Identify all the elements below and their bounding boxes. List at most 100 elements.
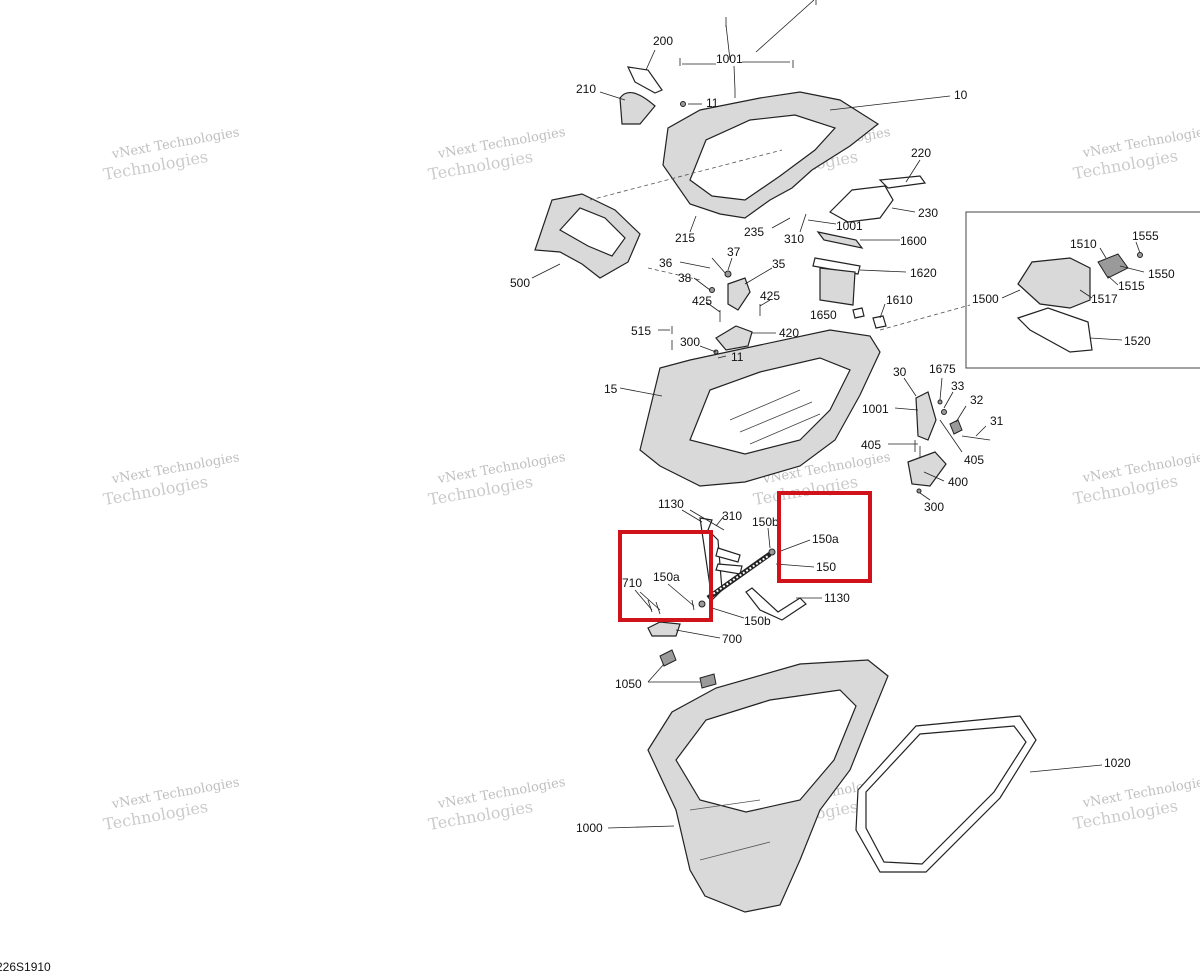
callout-215: 215 [675,231,695,245]
part-1520-gasket [1016,307,1093,353]
part-220-strip [878,175,927,189]
callout-310: 310 [722,509,742,523]
part-31-bolt [961,435,991,441]
callout-1500: 1500 [972,292,999,306]
part-36-rod [711,257,727,275]
callout-1001: 1001 [836,219,863,233]
callout-150a: 150a [653,570,680,584]
callout-1130: 1130 [824,591,850,605]
part-11-screw [680,101,686,107]
callout-1050: 1050 [615,677,642,691]
callout-31: 31 [990,414,1004,428]
callout-1515: 1515 [1118,279,1145,293]
part-1650-filter [819,267,856,306]
callout-11: 11 [731,350,744,364]
part-33 [941,409,947,415]
part-1610-clip [872,315,887,329]
highlight-box-left [618,530,713,622]
part-1555 [1137,252,1143,258]
callout-1555: 1555 [1132,229,1159,243]
callout-1517: 1517 [1091,292,1118,306]
screw-set-1001 [679,0,817,98]
part-1610-clip [852,307,865,319]
callout-425: 425 [692,294,712,308]
part-400-handle [907,451,947,487]
callout-15: 15 [604,382,618,396]
callout-500: 500 [510,276,530,290]
callout-1130: 1130 [658,497,684,511]
callout-35: 35 [772,257,786,271]
part-210-cap [619,91,656,125]
part-35-latch [727,277,751,311]
callout-labels: 200 1001 210 11 10 220 230 1001 500 215 … [0,34,1175,974]
callout-230: 230 [918,206,938,220]
callout-1610: 1610 [886,293,913,307]
callout-310: 310 [784,232,804,246]
callout-1000: 1000 [576,821,603,835]
part-1675 [937,399,943,405]
callout-36: 36 [659,256,673,270]
part-230-piece [829,185,894,223]
callout-1020: 1020 [1104,756,1131,770]
callout-150: 150 [816,560,836,574]
callout-300: 300 [680,335,700,349]
callout-32: 32 [970,393,984,407]
callout-1650: 1650 [810,308,837,322]
callout-1675: 1675 [929,362,956,376]
callout-150a: 150a [812,532,839,546]
part-1500-assembly [1017,257,1091,309]
callout-11: 11 [706,96,719,110]
part-420-bracket [715,325,753,351]
callout-150b: 150b [752,515,779,529]
callout-1001: 1001 [862,402,889,416]
callout-38: 38 [678,271,692,285]
callout-33: 33 [951,379,965,393]
callout-220: 220 [911,146,931,160]
callout-200: 200 [653,34,673,48]
callout-300: 300 [924,500,944,514]
part-38-pin [709,287,715,293]
part-1600 [816,231,864,249]
callout-210: 210 [576,82,596,96]
part-1515 [1097,253,1129,279]
part-500-inner [559,207,626,257]
callout-150b: 150b [744,614,771,628]
part-32 [949,419,963,435]
highlight-box-right [777,491,872,583]
callout-1520: 1520 [1124,334,1151,348]
callout-1550: 1550 [1148,267,1175,281]
callout-405: 405 [861,438,881,452]
callout-37: 37 [727,245,741,259]
callout-420: 420 [779,326,799,340]
callout-710: 710 [622,576,642,590]
part-1000-opening [675,689,857,813]
detail-box-1500 [965,211,1200,369]
callout-425: 425 [760,289,780,303]
parts-drawings [534,0,1200,913]
callout-1001: 1001 [716,52,743,66]
callout-1510: 1510 [1070,237,1097,251]
callout-400: 400 [948,475,968,489]
diagram-code: 226S1910 [0,960,51,973]
leader-lines [531,0,1145,829]
part-37-spring [724,270,732,278]
callout-235: 235 [744,225,764,239]
part-1050-pad [659,649,677,667]
callout-700: 700 [722,632,742,646]
part-30-hinge [915,391,937,441]
callout-515: 515 [631,324,651,338]
callout-30: 30 [893,365,907,379]
part-1050-pad [699,673,717,689]
part-200-cover [626,66,663,94]
callout-10: 10 [954,88,968,102]
part-15-inner [689,357,851,455]
watermark-group: vNext Technologies Technologies vNext Te… [102,124,1200,834]
callout-405: 405 [964,453,984,467]
part-10-inner [689,114,837,201]
callout-1600: 1600 [900,234,927,248]
part-1130-right [745,587,807,621]
callout-1620: 1620 [910,266,937,280]
part-1620 [812,257,861,275]
